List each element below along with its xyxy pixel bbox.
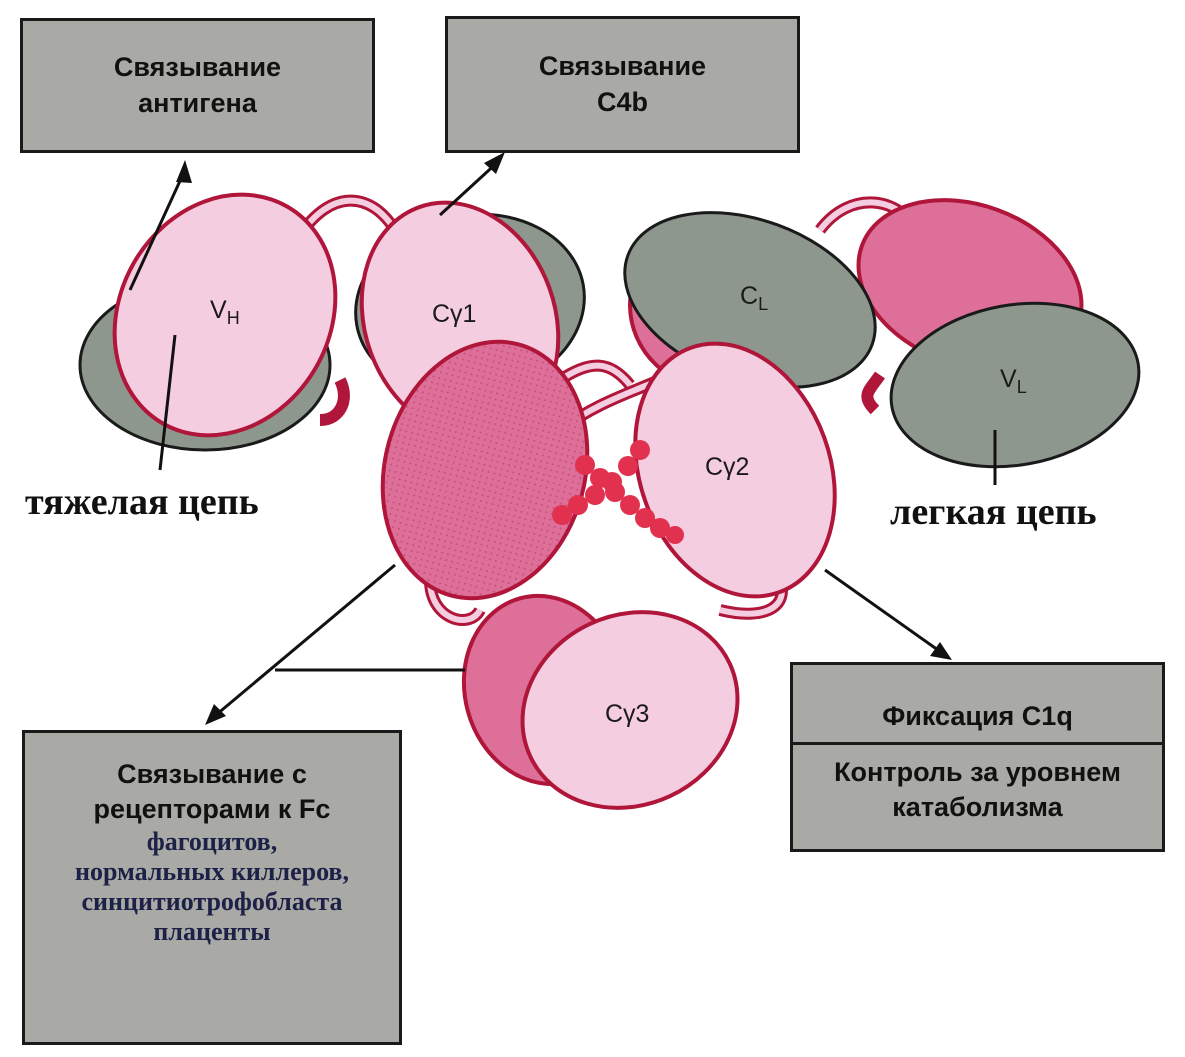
cg3-label: Cγ3 [605, 700, 650, 728]
antigen-box-line1: Связывание [113, 52, 282, 83]
cg2-domain [633, 341, 837, 599]
arrowheads [176, 152, 952, 725]
fc-receptor-box: Связывание с рецепторами к Fc фагоцитов,… [22, 730, 402, 1045]
fc-box-line5: синцитиотрофобласта [81, 886, 343, 916]
c1q-fixation-box: Фиксация C1q Контроль за уровнем катабол… [790, 662, 1165, 852]
c1q-box-top: Фиксация C1q [882, 701, 1073, 731]
cg2-label: Cγ2 [705, 453, 750, 481]
c4b-box-line2: C4b [596, 86, 648, 117]
fc-box-line1: Связывание с [117, 759, 307, 789]
fc-box-line3: фагоцитов, [146, 827, 278, 857]
cg1-label: Cγ1 [432, 300, 477, 328]
light-chain-label: легкая цепь [890, 491, 1097, 533]
antigen-box-line2: антигена [138, 87, 257, 118]
vl-label: VL [1000, 365, 1027, 397]
pointer-lines [128, 158, 997, 722]
fc-box-line2: рецепторами к Fc [93, 794, 331, 825]
c1q-box-divider [793, 742, 1162, 746]
c1q-box-bottom1: Контроль за уровнем [834, 757, 1121, 788]
c4b-box-line1: Связывание [538, 51, 707, 82]
c4b-binding-box: Связывание C4b [445, 16, 800, 153]
c1q-box-bottom2: катаболизма [892, 792, 1063, 823]
carbohydrate-chains [552, 440, 684, 544]
vh-label: VH [210, 296, 240, 328]
heavy-chain-label: тяжелая цепь [25, 481, 259, 523]
cg3-domain [520, 610, 740, 810]
cl-label: CL [740, 282, 769, 314]
fc-box-line6: плаценты [153, 916, 271, 946]
vl-domain [889, 301, 1141, 469]
fc-box-line4: нормальных киллеров, [75, 857, 349, 887]
antigen-binding-box: Связывание антигена [20, 18, 375, 153]
